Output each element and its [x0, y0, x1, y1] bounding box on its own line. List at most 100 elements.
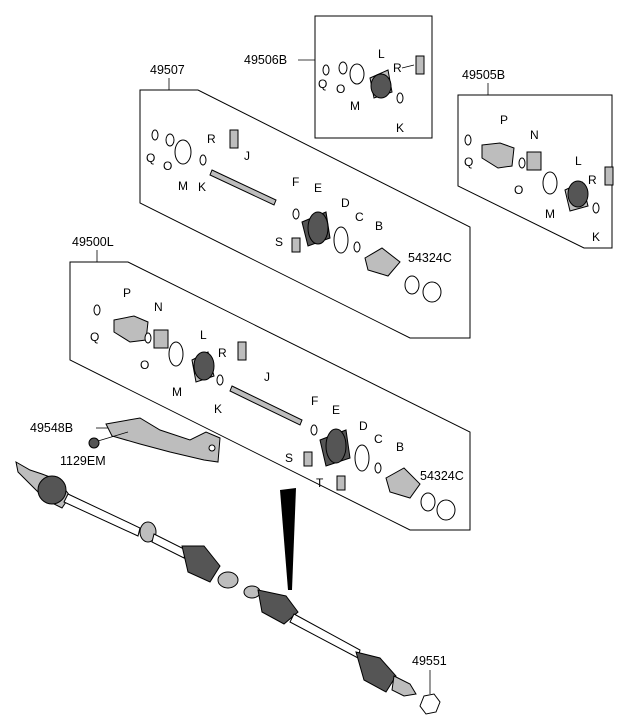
svg-text:K: K — [214, 402, 222, 416]
svg-text:L: L — [200, 328, 207, 342]
part-q[interactable] — [464, 134, 472, 146]
svg-text:N: N — [530, 128, 539, 142]
svg-text:F: F — [292, 175, 299, 189]
part-n[interactable] — [526, 151, 542, 171]
inner-joint-right[interactable] — [243, 585, 261, 599]
part-54324c-inner[interactable] — [420, 492, 436, 512]
drive-shaft-assembly: 49551 — [15, 461, 447, 715]
part-m[interactable] — [542, 171, 558, 195]
label-49548B[interactable]: 49548B — [30, 421, 73, 435]
part-m[interactable] — [174, 139, 192, 165]
svg-text:J: J — [244, 149, 250, 163]
label-49500L[interactable]: 49500L — [72, 235, 114, 249]
assembly-49507: 49507 Q O M K R J F E D C B S 54324C — [139, 63, 471, 339]
svg-text:N: N — [154, 300, 163, 314]
part-n[interactable] — [153, 329, 169, 349]
svg-text:D: D — [341, 196, 350, 210]
part-k[interactable] — [592, 202, 600, 214]
part-c[interactable] — [374, 462, 382, 474]
part-l[interactable] — [567, 180, 589, 208]
part-t[interactable] — [336, 475, 346, 491]
svg-text:R: R — [207, 132, 216, 146]
shaft-segment-right — [289, 613, 361, 659]
damper[interactable] — [139, 521, 157, 543]
svg-text:P: P — [123, 286, 131, 300]
svg-text:P: P — [500, 113, 508, 127]
part-k[interactable] — [396, 92, 404, 104]
inner-joint-boot-left[interactable] — [181, 545, 221, 583]
part-r[interactable] — [604, 166, 614, 186]
assembly-49507-frame — [139, 89, 471, 339]
kit-49506B-frame — [314, 15, 433, 139]
svg-text:R: R — [393, 61, 402, 75]
label-49506B[interactable]: 49506B — [244, 53, 287, 67]
bolt-1129EM[interactable] — [88, 437, 100, 449]
part-j-shaft[interactable] — [209, 169, 277, 206]
part-k[interactable] — [199, 154, 207, 166]
part-p[interactable] — [481, 142, 515, 169]
part-54324c-inner[interactable] — [404, 275, 420, 295]
svg-text:K: K — [198, 180, 206, 194]
svg-text:Q: Q — [146, 151, 155, 165]
part-e[interactable] — [325, 428, 347, 464]
svg-text:F: F — [311, 394, 318, 408]
part-54324c-outer[interactable] — [436, 499, 456, 521]
part-m[interactable] — [349, 63, 365, 85]
label-49505B[interactable]: 49505B — [462, 68, 505, 82]
bracket-group: 49548B 1129EM — [30, 417, 221, 468]
kit-49505B-frame — [457, 94, 613, 249]
part-q[interactable] — [151, 129, 159, 141]
label-54324C-top[interactable]: 54324C — [408, 251, 452, 265]
kit-49506B: 49506B Q O M L R K — [244, 15, 433, 139]
part-o[interactable] — [144, 332, 152, 344]
label-1129EM[interactable]: 1129EM — [60, 454, 106, 468]
inner-joint-boot-right[interactable] — [257, 589, 299, 625]
label-54324C-bottom[interactable]: 54324C — [420, 469, 464, 483]
svg-text:Q: Q — [464, 155, 473, 169]
outer-joint-right[interactable] — [391, 675, 417, 697]
bracket-49548B[interactable] — [105, 417, 221, 463]
part-d[interactable] — [354, 444, 370, 472]
part-l[interactable] — [193, 351, 215, 381]
outer-joint-boot-right[interactable] — [355, 651, 397, 693]
part-e[interactable] — [307, 211, 329, 245]
label-49507[interactable]: 49507 — [150, 63, 185, 77]
part-q[interactable] — [322, 64, 330, 76]
part-r[interactable] — [229, 129, 239, 149]
svg-text:E: E — [314, 181, 322, 195]
svg-text:K: K — [396, 121, 404, 135]
shaft-segment-left — [63, 493, 141, 537]
part-b[interactable] — [364, 247, 401, 277]
part-r[interactable] — [415, 55, 425, 75]
svg-text:M: M — [350, 99, 360, 113]
part-o[interactable] — [338, 61, 348, 75]
part-s[interactable] — [303, 451, 313, 467]
part-j-shaft[interactable] — [229, 385, 303, 426]
part-m[interactable] — [168, 341, 184, 367]
part-d[interactable] — [333, 226, 349, 254]
svg-text:Q: Q — [318, 77, 327, 91]
part-b[interactable] — [385, 467, 421, 499]
part-f[interactable] — [310, 424, 318, 436]
label-49551[interactable]: 49551 — [412, 654, 447, 668]
inner-joint-left[interactable] — [217, 571, 239, 589]
nut-49551[interactable] — [419, 693, 441, 715]
svg-text:J: J — [264, 370, 270, 384]
pointer-wedge — [280, 488, 296, 590]
part-q[interactable] — [93, 304, 101, 316]
part-r[interactable] — [237, 341, 247, 361]
svg-text:B: B — [375, 219, 383, 233]
part-k[interactable] — [216, 374, 224, 386]
part-54324c-outer[interactable] — [422, 281, 442, 303]
part-f[interactable] — [292, 208, 300, 220]
part-o[interactable] — [518, 157, 526, 169]
part-s[interactable] — [291, 237, 301, 253]
svg-text:S: S — [275, 235, 283, 249]
svg-text:B: B — [396, 440, 404, 454]
part-l[interactable] — [370, 73, 392, 99]
shaft-segment-mid — [151, 533, 187, 559]
part-o[interactable] — [165, 133, 175, 147]
part-p[interactable] — [113, 315, 149, 343]
part-c[interactable] — [353, 241, 361, 253]
